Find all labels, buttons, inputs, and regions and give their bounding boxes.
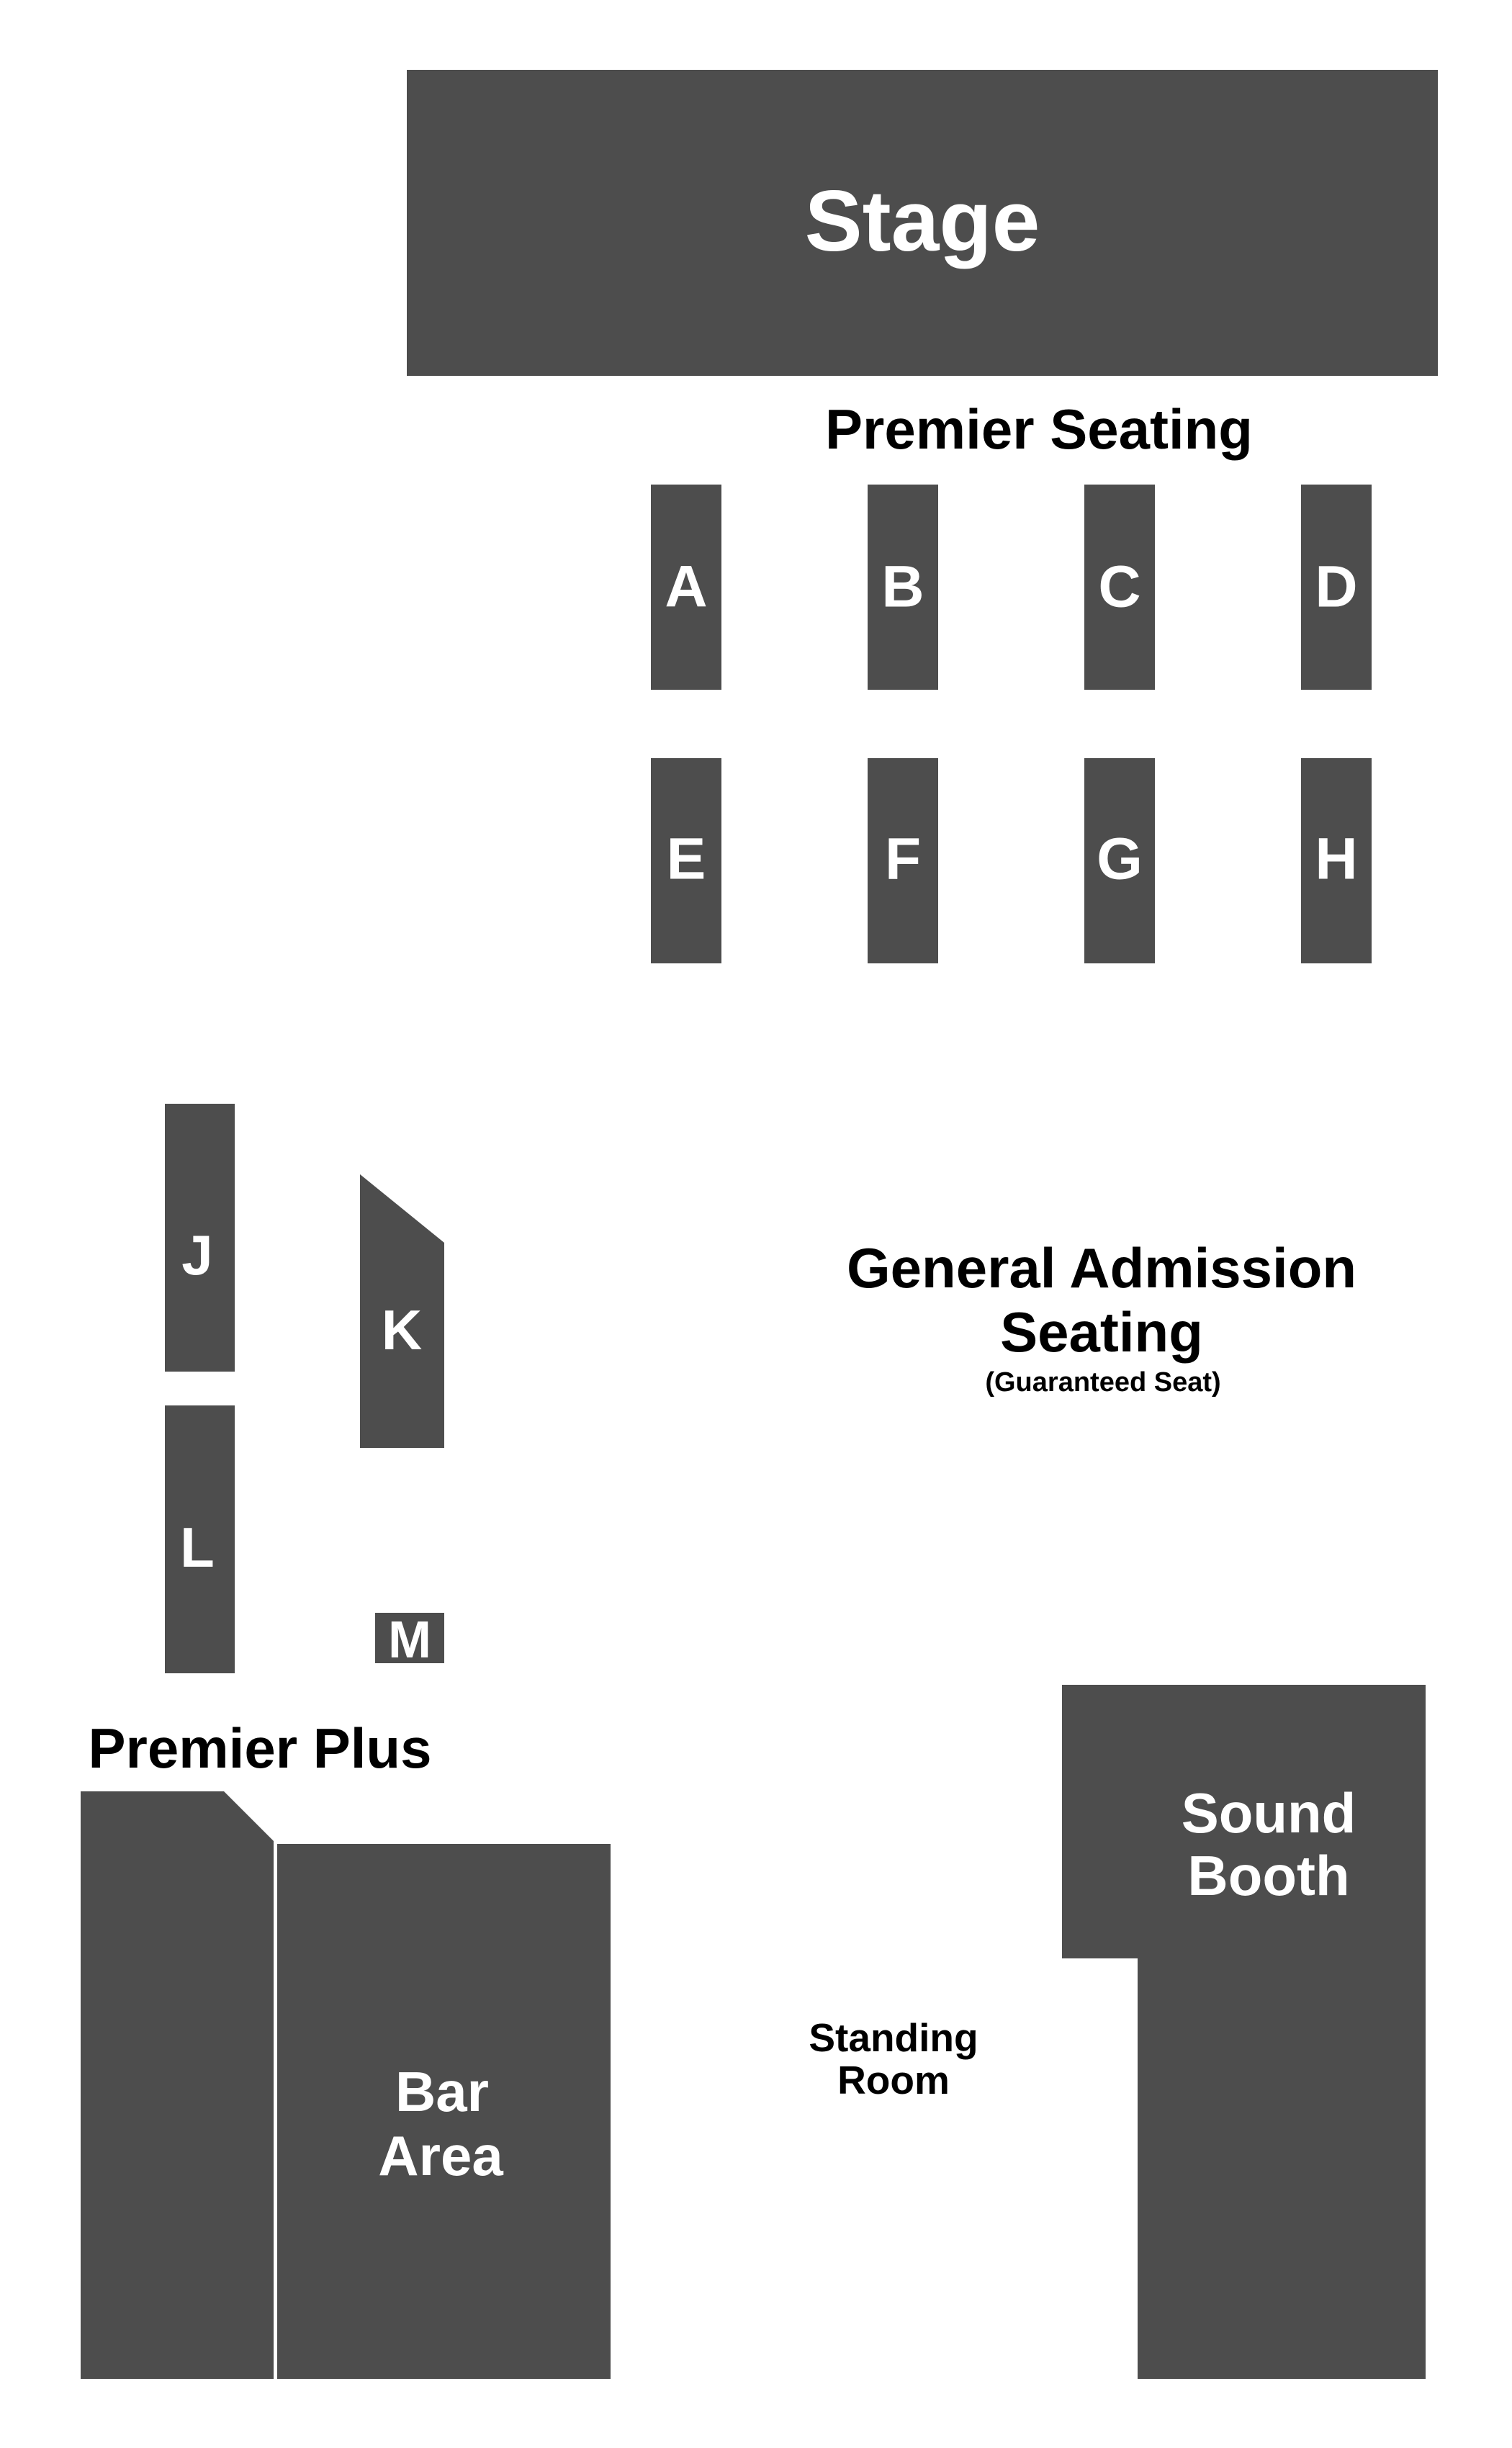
section-c-label: C — [1098, 554, 1140, 620]
section-b-block[interactable] — [868, 485, 938, 690]
stage: Stage — [407, 70, 1438, 376]
section-f[interactable]: F — [868, 758, 938, 963]
section-g[interactable]: G — [1084, 758, 1155, 963]
premier-plus-section[interactable] — [81, 1791, 274, 2379]
sound-booth-block — [1062, 1685, 1426, 2379]
section-j[interactable]: J — [165, 1104, 235, 1372]
section-g-block[interactable] — [1084, 758, 1155, 963]
standing-room-line2: Room — [837, 2058, 950, 2102]
premier-plus-heading: Premier Plus — [89, 1716, 432, 1780]
section-j-label: J — [181, 1223, 212, 1287]
section-f-block[interactable] — [868, 758, 938, 963]
general-admission-line1: General Admission — [847, 1236, 1356, 1300]
section-e[interactable]: E — [651, 758, 721, 963]
section-m-label: M — [388, 1611, 431, 1669]
section-m-block[interactable] — [375, 1613, 444, 1663]
section-m[interactable]: M — [375, 1611, 444, 1669]
section-k-label: K — [382, 1298, 422, 1362]
stage-label: Stage — [805, 173, 1040, 269]
section-d-label: D — [1315, 554, 1357, 620]
section-k[interactable]: K — [360, 1174, 444, 1448]
bar-area-line1: Bar — [395, 2060, 489, 2123]
section-a-label: A — [665, 554, 707, 620]
section-k-block[interactable] — [360, 1174, 444, 1448]
section-e-label: E — [667, 827, 706, 892]
general-admission-area[interactable]: General Admission Seating (Guaranteed Se… — [847, 1236, 1356, 1398]
bar-area-line2: Area — [378, 2124, 503, 2187]
section-a[interactable]: A — [651, 485, 721, 690]
general-admission-line2: Seating — [1000, 1300, 1203, 1364]
bar-area: Bar Area — [277, 1844, 611, 2379]
section-b-label: B — [881, 554, 924, 620]
sound-booth: Sound Booth — [1062, 1685, 1426, 2379]
section-d-block[interactable] — [1301, 485, 1372, 690]
section-l-block[interactable] — [165, 1405, 235, 1673]
section-d[interactable]: D — [1301, 485, 1372, 690]
section-h[interactable]: H — [1301, 758, 1372, 963]
premier-plus-block[interactable] — [81, 1791, 274, 2379]
stage-block — [407, 70, 1438, 376]
section-f-label: F — [885, 827, 921, 892]
section-g-label: G — [1097, 827, 1143, 892]
sound-booth-line1: Sound — [1182, 1781, 1356, 1845]
section-c-block[interactable] — [1084, 485, 1155, 690]
section-j-block[interactable] — [165, 1104, 235, 1372]
section-l-label: L — [180, 1516, 215, 1579]
section-b[interactable]: B — [868, 485, 938, 690]
section-c[interactable]: C — [1084, 485, 1155, 690]
section-e-block[interactable] — [651, 758, 721, 963]
bar-area-block — [277, 1844, 611, 2379]
premier-seating-heading: Premier Seating — [825, 397, 1253, 461]
standing-room-line1: Standing — [809, 2015, 978, 2060]
section-l[interactable]: L — [165, 1405, 235, 1673]
standing-room-area[interactable]: Standing Room — [809, 2015, 978, 2102]
section-a-block[interactable] — [651, 485, 721, 690]
sound-booth-line2: Booth — [1187, 1844, 1349, 1907]
section-h-block[interactable] — [1301, 758, 1372, 963]
general-admission-note: (Guaranteed Seat) — [985, 1367, 1220, 1398]
section-h-label: H — [1315, 827, 1357, 892]
